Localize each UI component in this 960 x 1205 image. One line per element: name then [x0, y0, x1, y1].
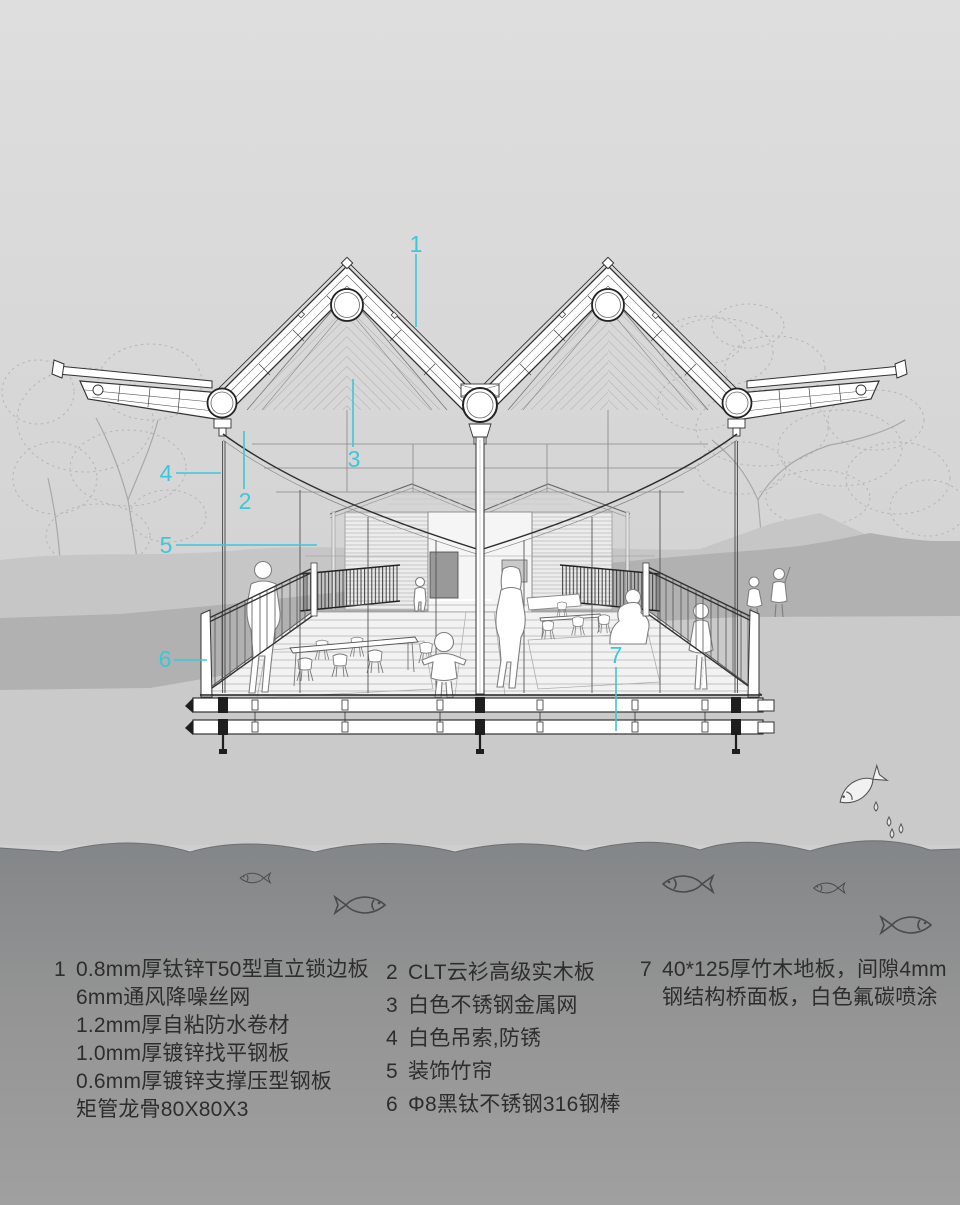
- back-wall: [329, 483, 631, 613]
- person-walking-woman: [495, 565, 526, 689]
- water: [0, 840, 960, 1205]
- callout-label-2: 2: [239, 488, 252, 514]
- front-railing-left: [200, 562, 318, 698]
- person-girl: [688, 602, 714, 690]
- callout-label-1: 1: [410, 231, 423, 257]
- people: [246, 560, 791, 698]
- callout-label-5: 5: [160, 532, 173, 558]
- person-sitting-man: [609, 588, 650, 645]
- deck-structure: [185, 694, 775, 754]
- callout-label-7: 7: [610, 642, 623, 668]
- water-droplets: [873, 800, 904, 839]
- waterline: [0, 840, 960, 853]
- gutter-circles: [206, 288, 753, 423]
- bench: [526, 593, 582, 611]
- glass-wall: [222, 433, 738, 695]
- callout-label-3: 3: [348, 446, 361, 472]
- callouts: 1 2 3 4 5 6 7: [159, 231, 623, 731]
- callout-label-4: 4: [160, 460, 173, 486]
- front-railing-right: [642, 562, 760, 698]
- suspension-cable-left: [222, 441, 226, 693]
- valley-brackets: [213, 418, 746, 445]
- person-toddler: [421, 631, 467, 698]
- roof: [51, 256, 908, 493]
- door: [429, 551, 459, 599]
- callout-label-6: 6: [159, 646, 172, 672]
- jumping-fish: [839, 763, 889, 804]
- eave-wing-right: [736, 359, 908, 421]
- person-shore-man-waving: [770, 566, 791, 618]
- person-small-child-interior: [413, 576, 427, 612]
- furniture: [289, 593, 611, 687]
- suspension-cable-right: [734, 441, 738, 693]
- eave-wing-left: [51, 359, 223, 421]
